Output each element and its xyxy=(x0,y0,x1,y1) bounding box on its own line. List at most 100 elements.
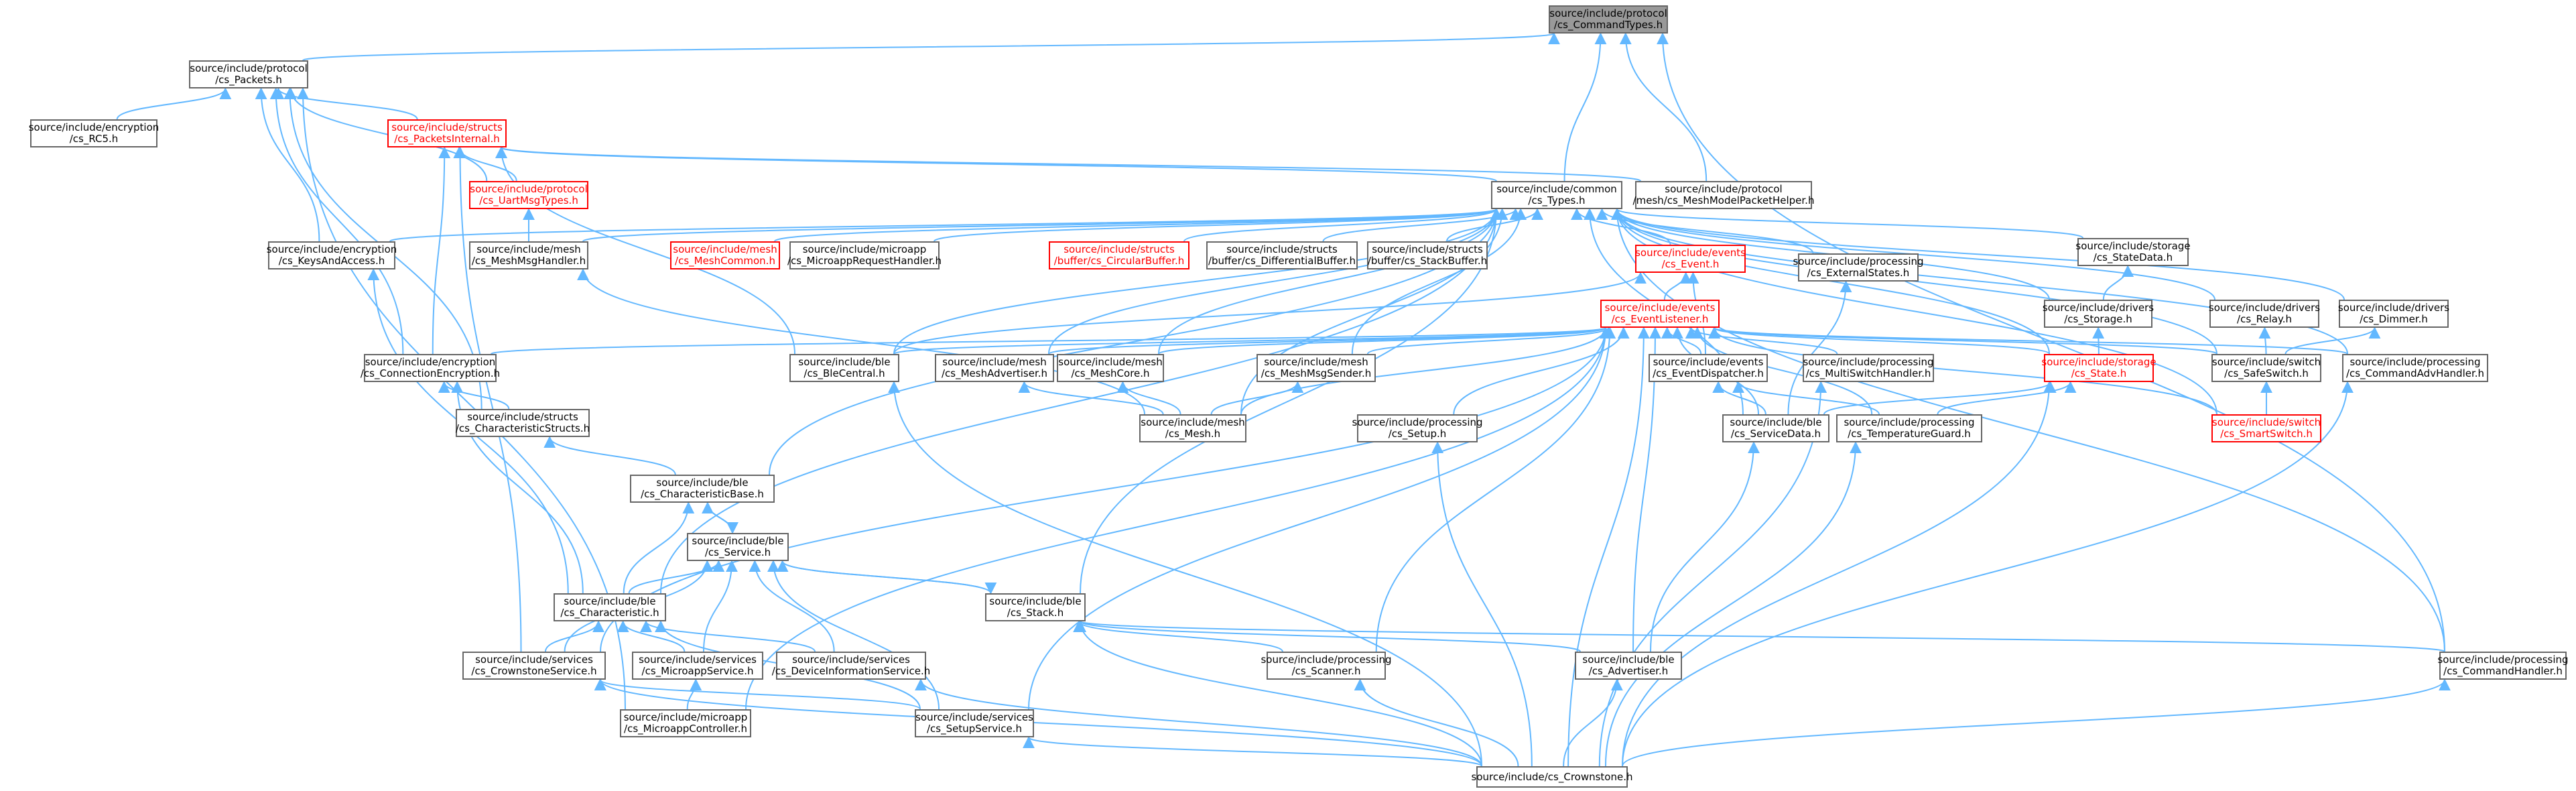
node-safe-switch[interactable]: source/include/switch /cs_SafeSwitch.h xyxy=(2211,354,2321,382)
edge-packets-internal-to-uart-msg-types xyxy=(453,146,517,182)
node-label: source/include/services /cs_CrownstoneSe… xyxy=(471,654,597,677)
node-uart-msg-types[interactable]: source/include/protocol /cs_UartMsgTypes… xyxy=(469,181,588,209)
edge-event-listener-to-connection-encryption xyxy=(491,326,1611,355)
node-event-listener[interactable]: source/include/events /cs_EventListener.… xyxy=(1600,300,1720,328)
node-crownstone[interactable]: source/include/cs_Crownstone.h xyxy=(1472,766,1633,788)
node-label: source/include/processing /cs_Setup.h xyxy=(1352,416,1483,440)
edge-relay-to-safe-switch xyxy=(2258,326,2271,355)
node-circular-buffer[interactable]: source/include/structs /buffer/cs_Circul… xyxy=(1049,241,1189,269)
node-label: source/include/encryption /cs_Connection… xyxy=(360,356,501,379)
node-characteristic[interactable]: source/include/ble /cs_Characteristic.h xyxy=(554,593,666,621)
node-label: source/include/processing /cs_CommandAdv… xyxy=(2345,356,2485,379)
edge-drivers-storage-to-storage-state xyxy=(2092,326,2105,355)
node-keys-access[interactable]: source/include/encryption /cs_KeysAndAcc… xyxy=(267,241,397,269)
edge-common-types-to-ble-central xyxy=(893,208,1502,355)
node-common-types[interactable]: source/include/common /cs_Types.h xyxy=(1491,181,1622,209)
edge-ble-service-to-device-info-service xyxy=(749,560,835,652)
node-label: source/include/ble /cs_Characteristic.h xyxy=(560,595,659,619)
node-characteristic-base[interactable]: source/include/ble /cs_CharacteristicBas… xyxy=(630,475,775,503)
node-label: source/include/ble /cs_Stack.h xyxy=(989,595,1082,619)
node-multi-switch[interactable]: source/include/processing /cs_MultiSwitc… xyxy=(1803,354,1934,382)
node-device-info-service[interactable]: source/include/services /cs_DeviceInform… xyxy=(772,652,930,680)
node-drivers-storage[interactable]: source/include/drivers /cs_Storage.h xyxy=(2042,300,2154,328)
node-label: source/include/encryption /cs_RC5.h xyxy=(28,121,159,145)
node-label: source/include/microapp /cs_MicroappRequ… xyxy=(787,243,942,267)
node-packets-internal[interactable]: source/include/structs /cs_PacketsIntern… xyxy=(387,119,507,147)
node-packets[interactable]: source/include/protocol /cs_Packets.h xyxy=(189,60,308,88)
node-label: source/include/drivers /cs_Storage.h xyxy=(2042,302,2154,325)
edge-mesh-msg-handler-to-mesh xyxy=(577,268,1145,415)
node-command-adv[interactable]: source/include/processing /cs_CommandAdv… xyxy=(2342,354,2488,382)
edge-crownstone-service-to-setup-service xyxy=(594,678,921,710)
node-mesh-common[interactable]: source/include/mesh /cs_MeshCommon.h xyxy=(670,241,780,269)
edge-event-listener-to-mesh xyxy=(1240,326,1612,415)
node-state-data[interactable]: source/include/storage /cs_StateData.h xyxy=(2075,238,2191,266)
node-relay[interactable]: source/include/drivers /cs_Relay.h xyxy=(2208,300,2321,328)
node-stack-buffer[interactable]: source/include/structs /buffer/cs_StackB… xyxy=(1367,241,1488,269)
edge-ble-stack-to-command-handler xyxy=(1075,620,2445,652)
edge-common-types-to-storage-state xyxy=(1611,208,2050,355)
node-label: source/include/services /cs_MicroappServ… xyxy=(639,654,757,677)
edge-common-types-to-circular-buffer xyxy=(1183,208,1502,242)
edge-event-listener-to-crownstone-service xyxy=(600,326,1612,652)
node-mesh[interactable]: source/include/mesh /cs_Mesh.h xyxy=(1139,414,1246,442)
node-event-dispatcher[interactable]: source/include/events /cs_EventDispatche… xyxy=(1649,354,1768,382)
node-ble-service[interactable]: source/include/ble /cs_Service.h xyxy=(687,533,789,561)
edge-event-listener-to-command-adv xyxy=(1708,326,2348,355)
edge-event-listener-to-advertiser xyxy=(1632,326,1661,652)
edge-types-root-to-command-handler xyxy=(1657,32,2445,652)
edge-connection-encryption-to-characteristic-structs xyxy=(438,381,510,410)
node-smart-switch[interactable]: source/include/switch /cs_SmartSwitch.h xyxy=(2211,414,2321,442)
edge-characteristic-base-to-characteristic xyxy=(623,501,695,594)
edge-characteristic-structs-to-characteristic-base xyxy=(543,436,676,475)
node-external-states[interactable]: source/include/processing /cs_ExternalSt… xyxy=(1793,253,1924,282)
node-label: source/include/processing /cs_Scanner.h xyxy=(1261,654,1392,677)
node-label: source/include/switch /cs_SafeSwitch.h xyxy=(2211,356,2321,379)
node-differential-buffer[interactable]: source/include/structs /buffer/cs_Differ… xyxy=(1206,241,1358,269)
node-label: source/include/mesh /cs_Mesh.h xyxy=(1141,416,1245,440)
node-mesh-advertiser[interactable]: source/include/mesh /cs_MeshAdvertiser.h xyxy=(935,354,1054,382)
node-label: source/include/protocol /cs_CommandTypes… xyxy=(1549,7,1667,31)
node-label: source/include/structs /cs_Characteristi… xyxy=(455,411,590,434)
node-mesh-msg-sender[interactable]: source/include/mesh /cs_MeshMsgSender.h xyxy=(1257,354,1376,382)
node-advertiser[interactable]: source/include/ble /cs_Advertiser.h xyxy=(1575,652,1682,680)
node-label: source/include/drivers /cs_Relay.h xyxy=(2208,302,2321,325)
edge-mesh-msg-sender-to-mesh xyxy=(1210,381,1304,415)
edge-event-listener-to-mesh-advertiser xyxy=(1048,326,1612,355)
node-crownstone-service[interactable]: source/include/services /cs_CrownstoneSe… xyxy=(462,652,606,680)
edge-event-listener-to-processing-scanner xyxy=(1375,326,1616,652)
node-service-data[interactable]: source/include/ble /cs_ServiceData.h xyxy=(1722,414,1829,442)
node-processing-scanner[interactable]: source/include/processing /cs_Scanner.h xyxy=(1261,652,1392,680)
node-microapp-request[interactable]: source/include/microapp /cs_MicroappRequ… xyxy=(787,241,942,269)
edge-event-listener-to-smart-switch xyxy=(1708,326,2217,415)
edge-event-to-event-listener xyxy=(1663,271,1692,300)
edge-packets-internal-to-mesh-model-packet xyxy=(496,146,1641,182)
edge-ble-central-to-crownstone xyxy=(888,381,1482,767)
edge-packets-to-rc5 xyxy=(116,87,232,120)
edge-ble-stack-to-ble-service xyxy=(781,560,997,595)
node-processing-setup[interactable]: source/include/processing /cs_Setup.h xyxy=(1352,414,1483,442)
node-dimmer[interactable]: source/include/drivers /cs_Dimmer.h xyxy=(2338,300,2449,328)
edge-event-dispatcher-to-service-data xyxy=(1712,381,1766,415)
node-rc5[interactable]: source/include/encryption /cs_RC5.h xyxy=(28,119,159,147)
edge-packets-to-connection-encryption xyxy=(269,87,404,355)
node-characteristic-structs[interactable]: source/include/structs /cs_Characteristi… xyxy=(456,409,590,437)
node-connection-encryption[interactable]: source/include/encryption /cs_Connection… xyxy=(360,354,501,382)
node-mesh-model-packet[interactable]: source/include/protocol /mesh/cs_MeshMod… xyxy=(1633,181,1814,209)
node-ble-stack[interactable]: source/include/ble /cs_Stack.h xyxy=(985,593,1086,621)
node-mesh-msg-handler[interactable]: source/include/mesh /cs_MeshMsgHandler.h xyxy=(469,241,588,269)
node-microapp-service[interactable]: source/include/services /cs_MicroappServ… xyxy=(632,652,763,680)
node-command-handler[interactable]: source/include/processing /cs_CommandHan… xyxy=(2437,652,2569,680)
node-types-root[interactable]: source/include/protocol /cs_CommandTypes… xyxy=(1549,5,1668,34)
node-temperature-guard[interactable]: source/include/processing /cs_Temperatur… xyxy=(1836,414,1982,442)
node-setup-service[interactable]: source/include/services /cs_SetupService… xyxy=(915,709,1034,737)
node-label: source/include/mesh /cs_MeshCommon.h xyxy=(673,243,777,267)
node-storage-state[interactable]: source/include/storage /cs_State.h xyxy=(2041,354,2156,382)
node-label: source/include/mesh /cs_MeshCore.h xyxy=(1058,356,1163,379)
edge-event-listener-to-mesh-core xyxy=(1158,326,1612,355)
node-mesh-core[interactable]: source/include/mesh /cs_MeshCore.h xyxy=(1057,354,1164,382)
node-ble-central[interactable]: source/include/ble /cs_BleCentral.h xyxy=(789,354,899,382)
node-microapp-controller[interactable]: source/include/microapp /cs_MicroappCont… xyxy=(620,709,751,737)
node-event[interactable]: source/include/events /cs_Event.h xyxy=(1635,245,1746,273)
edge-packets-internal-to-common-types xyxy=(495,146,1497,182)
